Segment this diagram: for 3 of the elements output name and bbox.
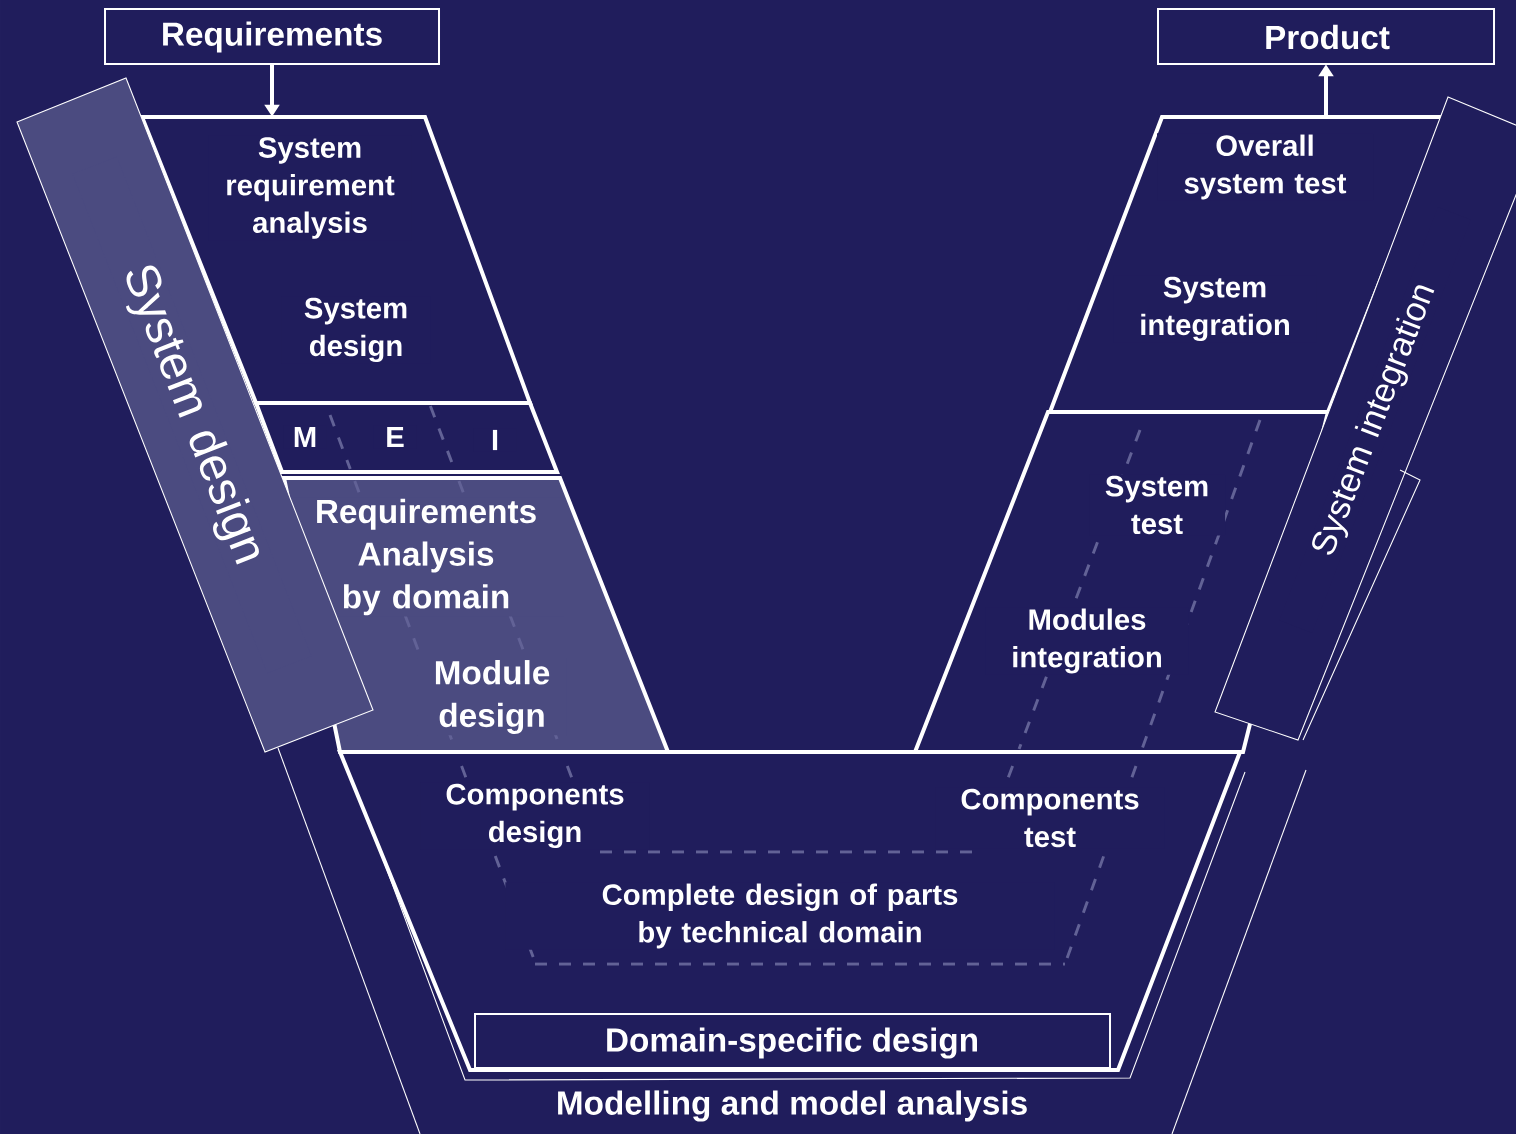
label-box: Requirements <box>104 8 440 65</box>
label-box: Domain-specific design <box>474 1013 1111 1069</box>
label-box: Product <box>1157 8 1495 65</box>
